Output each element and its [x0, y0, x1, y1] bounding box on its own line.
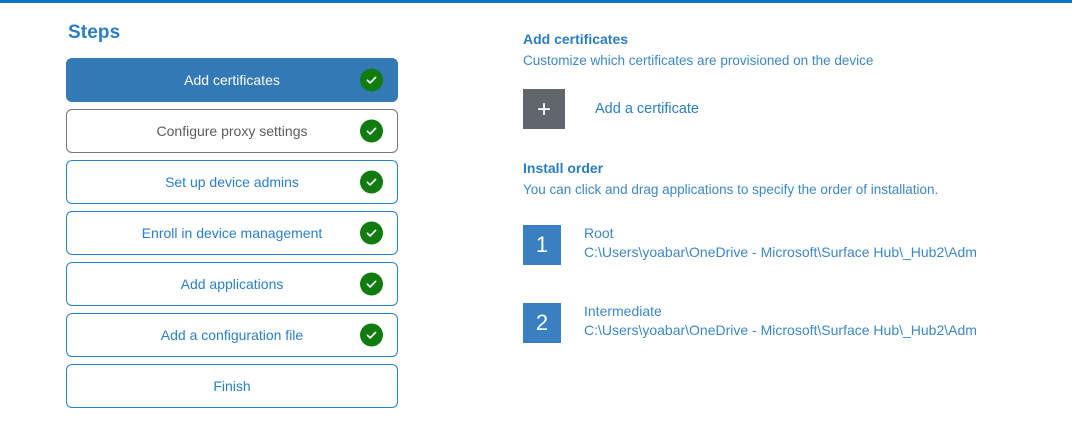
- step-label: Finish: [213, 378, 251, 394]
- add-certificate-row: + Add a certificate: [523, 89, 1063, 129]
- step-item-add-certificates[interactable]: Add certificates: [66, 58, 398, 102]
- order-item-text: Intermediate C:\Users\yoabar\OneDrive - …: [584, 302, 977, 340]
- step-item-finish[interactable]: Finish: [66, 364, 398, 408]
- steps-panel: Steps Add certificates Configure proxy s…: [66, 22, 398, 408]
- order-item-path: C:\Users\yoabar\OneDrive - Microsoft\Sur…: [584, 244, 977, 260]
- order-item-name: Intermediate: [584, 303, 662, 319]
- section-heading-add-certificates: Add certificates: [523, 31, 629, 47]
- order-number-badge: 1: [523, 225, 561, 265]
- list-item[interactable]: 2 Intermediate C:\Users\yoabar\OneDrive …: [523, 303, 1063, 343]
- step-label: Add certificates: [184, 72, 280, 88]
- order-number-badge: 2: [523, 303, 561, 343]
- add-certificate-button[interactable]: Add a certificate: [595, 101, 699, 117]
- check-circle-icon: [360, 119, 383, 143]
- check-circle-icon: [360, 170, 383, 194]
- section-subheading-add-certificates: Customize which certificates are provisi…: [523, 53, 874, 68]
- list-item[interactable]: 1 Root C:\Users\yoabar\OneDrive - Micros…: [523, 225, 1063, 265]
- step-item-add-a-configuration-file[interactable]: Add a configuration file: [66, 313, 398, 357]
- plus-icon[interactable]: +: [523, 89, 565, 129]
- install-order-section: Install order You can click and drag app…: [523, 159, 1063, 343]
- install-order-list: 1 Root C:\Users\yoabar\OneDrive - Micros…: [523, 225, 1063, 343]
- step-item-add-applications[interactable]: Add applications: [66, 262, 398, 306]
- step-item-enroll-in-device-management[interactable]: Enroll in device management: [66, 211, 398, 255]
- section-heading-install-order: Install order: [523, 160, 604, 176]
- order-item-name: Root: [584, 225, 614, 241]
- order-item-text: Root C:\Users\yoabar\OneDrive - Microsof…: [584, 224, 977, 262]
- section-subheading-install-order: You can click and drag applications to s…: [523, 182, 939, 197]
- check-circle-icon: [360, 272, 383, 296]
- step-label: Configure proxy settings: [156, 123, 308, 139]
- top-accent-rule: [0, 0, 1072, 3]
- step-item-configure-proxy-settings[interactable]: Configure proxy settings: [66, 109, 398, 153]
- step-label: Add a configuration file: [160, 327, 304, 343]
- step-item-set-up-device-admins[interactable]: Set up device admins: [66, 160, 398, 204]
- check-circle-icon: [360, 221, 383, 245]
- step-label: Set up device admins: [165, 174, 299, 190]
- plus-glyph: +: [536, 96, 551, 123]
- page-title: Steps: [68, 22, 121, 43]
- step-label: Enroll in device management: [141, 225, 323, 241]
- detail-panel: Add certificates Customize which certifi…: [523, 30, 1063, 381]
- check-circle-icon: [360, 323, 383, 347]
- step-label: Add applications: [180, 276, 284, 292]
- check-circle-icon: [360, 68, 383, 92]
- order-item-path: C:\Users\yoabar\OneDrive - Microsoft\Sur…: [584, 322, 977, 338]
- step-list: Add certificates Configure proxy setting…: [66, 58, 398, 408]
